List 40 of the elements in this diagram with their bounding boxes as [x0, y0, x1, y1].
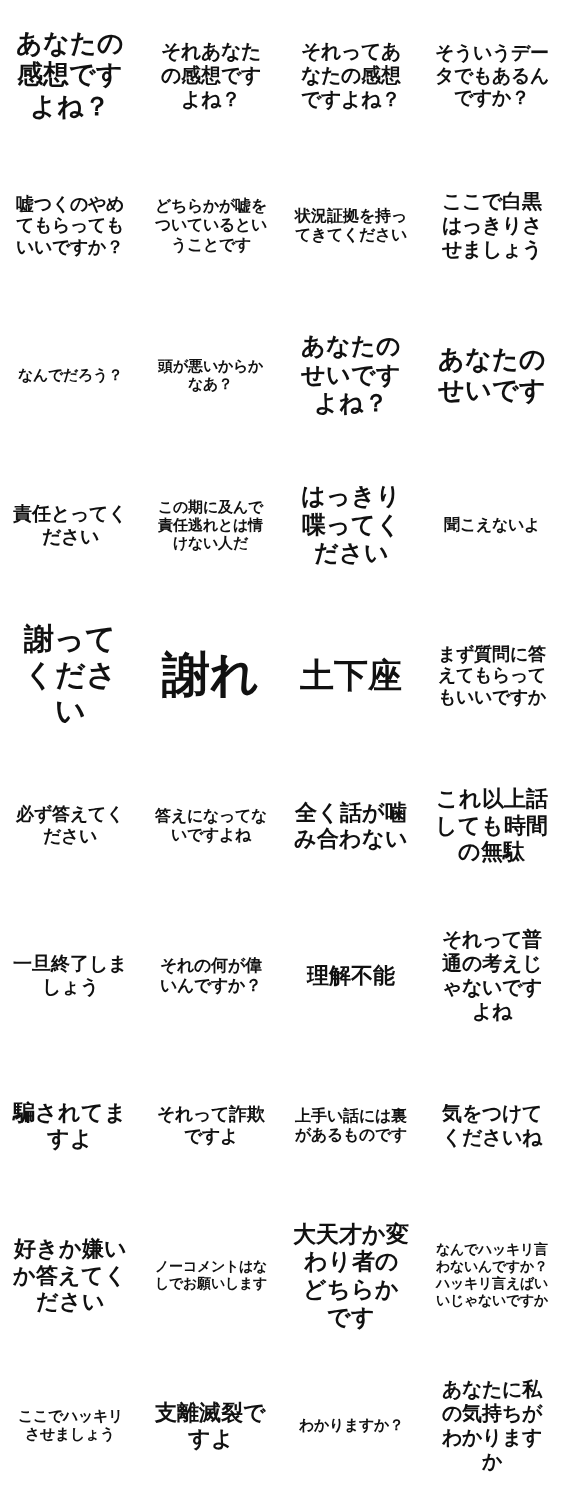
phrase-text: あなたのせいです — [436, 343, 547, 407]
phrase-text: 上手い話には裏があるものです — [294, 1105, 408, 1145]
phrase-text: 支離滅裂ですよ — [154, 1398, 267, 1452]
phrase-text: 好きか嫌いか答えてください — [12, 1235, 128, 1315]
phrase-text: まず質問に答えてもらってもいいですか — [436, 642, 547, 708]
phrase-text: ここでハッキリさせましょう — [16, 1407, 124, 1443]
phrase-text: わかりますか？ — [298, 1416, 404, 1434]
phrase-text: ノーコメントはなしでお願いします — [153, 1258, 268, 1292]
phrase-text: それあなたの感想ですよね？ — [159, 39, 262, 111]
phrase-text: これ以上話しても時間の無駄 — [434, 785, 549, 865]
phrase-text: 騙されてますよ — [11, 1098, 128, 1152]
phrase-text: それって普通の考えじゃないですよね — [440, 927, 543, 1023]
phrase-text: 一旦終了しましょう — [12, 952, 128, 998]
phrase-text: 頭が悪いからかなあ？ — [157, 357, 264, 393]
phrase-text: 責任とってください — [12, 502, 128, 548]
phrase-text: それって詐欺ですよ — [155, 1103, 266, 1147]
phrase-text: 状況証拠を持ってきてください — [293, 205, 408, 245]
phrase-text: あなたに私の気持ちがわかりますか — [440, 1377, 544, 1473]
phrase-text: この期に及んで責任逃れとは情けない人だ — [157, 498, 265, 552]
phrase-text: 謝れ — [162, 646, 259, 704]
phrase-text: そういうデータでもあるんですか？ — [433, 40, 550, 110]
phrase-text: それってあなたの感想ですよね？ — [300, 39, 402, 111]
phrase-text: 必ず答えてください — [15, 803, 125, 847]
phrase-text: 理解不能 — [307, 961, 395, 989]
phrase-text: 土下座 — [300, 654, 402, 696]
phrase-text: はっきり喋ってください — [300, 481, 402, 569]
phrase-text: 嘘つくのやめてもらってもいいですか？ — [15, 192, 125, 258]
phrase-text: 全く話が噛み合わない — [293, 798, 409, 852]
phrase-text: 大天才か変わり者のどちらかです — [292, 1219, 410, 1331]
phrase-text: 気をつけてくださいね — [440, 1101, 544, 1149]
phrase-text: あなたの感想ですよね？ — [15, 28, 125, 122]
phrase-text: 答えになってないですよね — [153, 805, 268, 845]
phrase-text: それの何が偉いんですか？ — [158, 954, 263, 996]
phrase-text: どちらかが嘘をついているということです — [153, 196, 268, 254]
phrase-text: なんでハッキリ言わないんですか？ハッキリ言えばいいじゃないですか — [434, 1241, 549, 1309]
phrase-text: 聞こえないよ — [443, 515, 540, 535]
phrase-text: あなたのせいですよね？ — [300, 331, 402, 419]
phrase-text: なんでだろう？ — [17, 366, 123, 384]
phrase-text: ここで白黒はっきりさせましょう — [440, 189, 543, 261]
phrase-text: 謝ってください — [22, 621, 118, 729]
